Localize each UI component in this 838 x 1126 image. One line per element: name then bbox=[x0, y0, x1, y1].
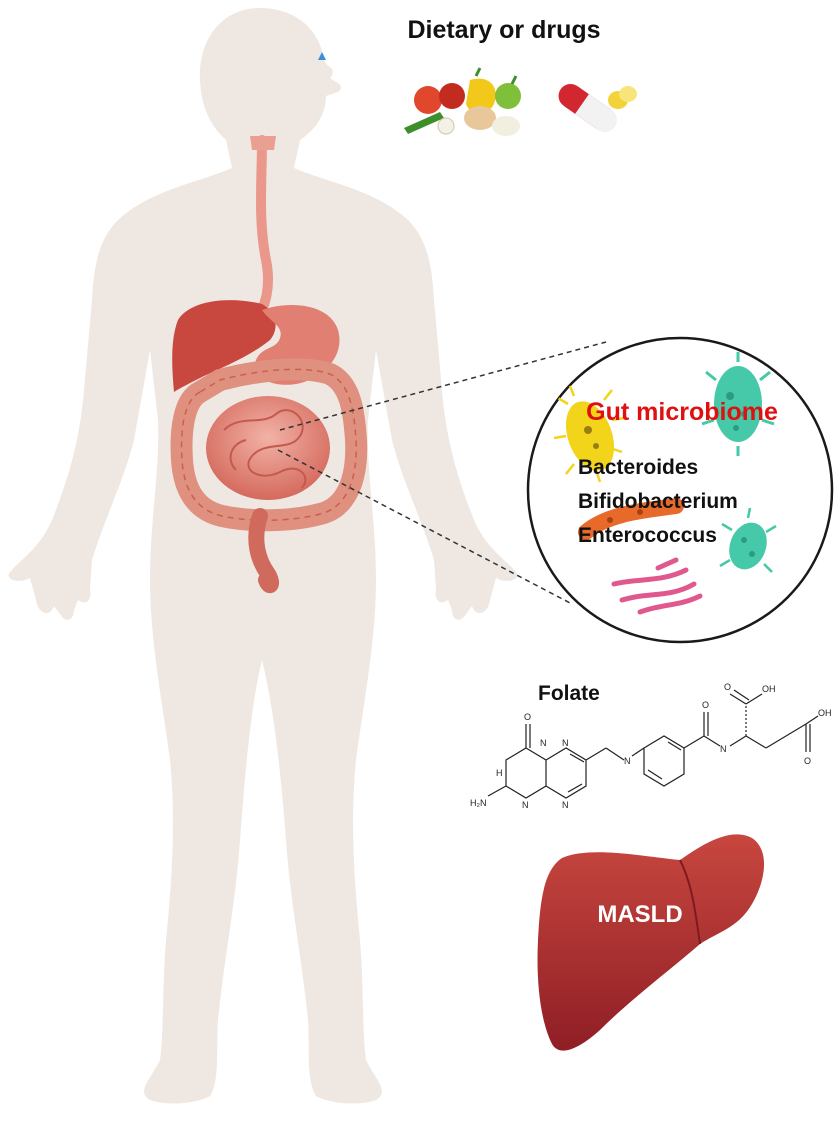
esophagus bbox=[256, 135, 274, 315]
atom-acid-right-o: O bbox=[804, 756, 811, 766]
zoom-connector-lines bbox=[277, 341, 607, 605]
atom-pteridine-n1: N bbox=[562, 738, 569, 748]
teal-microbe-small-icon bbox=[719, 507, 777, 573]
atom-acid-right-oh: OH bbox=[818, 708, 832, 718]
atom-acid-top-o: O bbox=[724, 682, 731, 692]
yellow-microbe-icon bbox=[553, 385, 625, 483]
pink-microbe-icon bbox=[611, 557, 703, 615]
disease-label: MASLD bbox=[597, 901, 682, 928]
body-liver bbox=[172, 300, 276, 392]
atom-bridge-n: N bbox=[624, 756, 631, 766]
atom-amide-n: N bbox=[720, 744, 727, 754]
atom-ring-nh: H bbox=[496, 768, 503, 778]
atom-pteridine-n3: N bbox=[522, 800, 529, 810]
bacterium-label-2: Bifidobacterium bbox=[578, 490, 738, 513]
capsule-pill-icon bbox=[558, 83, 637, 133]
folate-molecule-structure: O H H₂N N N N N N O N O OH OH O bbox=[470, 682, 832, 810]
eye-icon bbox=[318, 52, 326, 60]
atom-pteridine-n2: N bbox=[562, 800, 569, 810]
rectum bbox=[248, 508, 280, 594]
larynx bbox=[250, 136, 276, 150]
atom-pteridine-n4: N bbox=[540, 738, 547, 748]
intake-label: Dietary or drugs bbox=[407, 16, 600, 44]
microbiome-magnifier: Gut microbiome Bacteroides Bifidobacteri… bbox=[526, 336, 834, 644]
atom-acid-top-oh: OH bbox=[762, 684, 776, 694]
bacterium-label-1: Bacteroides bbox=[578, 456, 698, 479]
vegetables-icon bbox=[404, 67, 521, 136]
teal-microbe-icon bbox=[701, 352, 775, 456]
atom-amino: H₂N bbox=[470, 798, 487, 808]
atom-oxo: O bbox=[524, 712, 531, 722]
orange-microbe-icon bbox=[578, 498, 684, 540]
digestive-system bbox=[170, 135, 368, 594]
masld-liver: MASLD bbox=[537, 834, 765, 1051]
bacterium-label-3: Enterococcus bbox=[578, 524, 717, 547]
atom-carbonyl-o: O bbox=[702, 700, 709, 710]
microbiome-title: Gut microbiome bbox=[586, 398, 778, 426]
compound-label: Folate bbox=[538, 682, 600, 705]
